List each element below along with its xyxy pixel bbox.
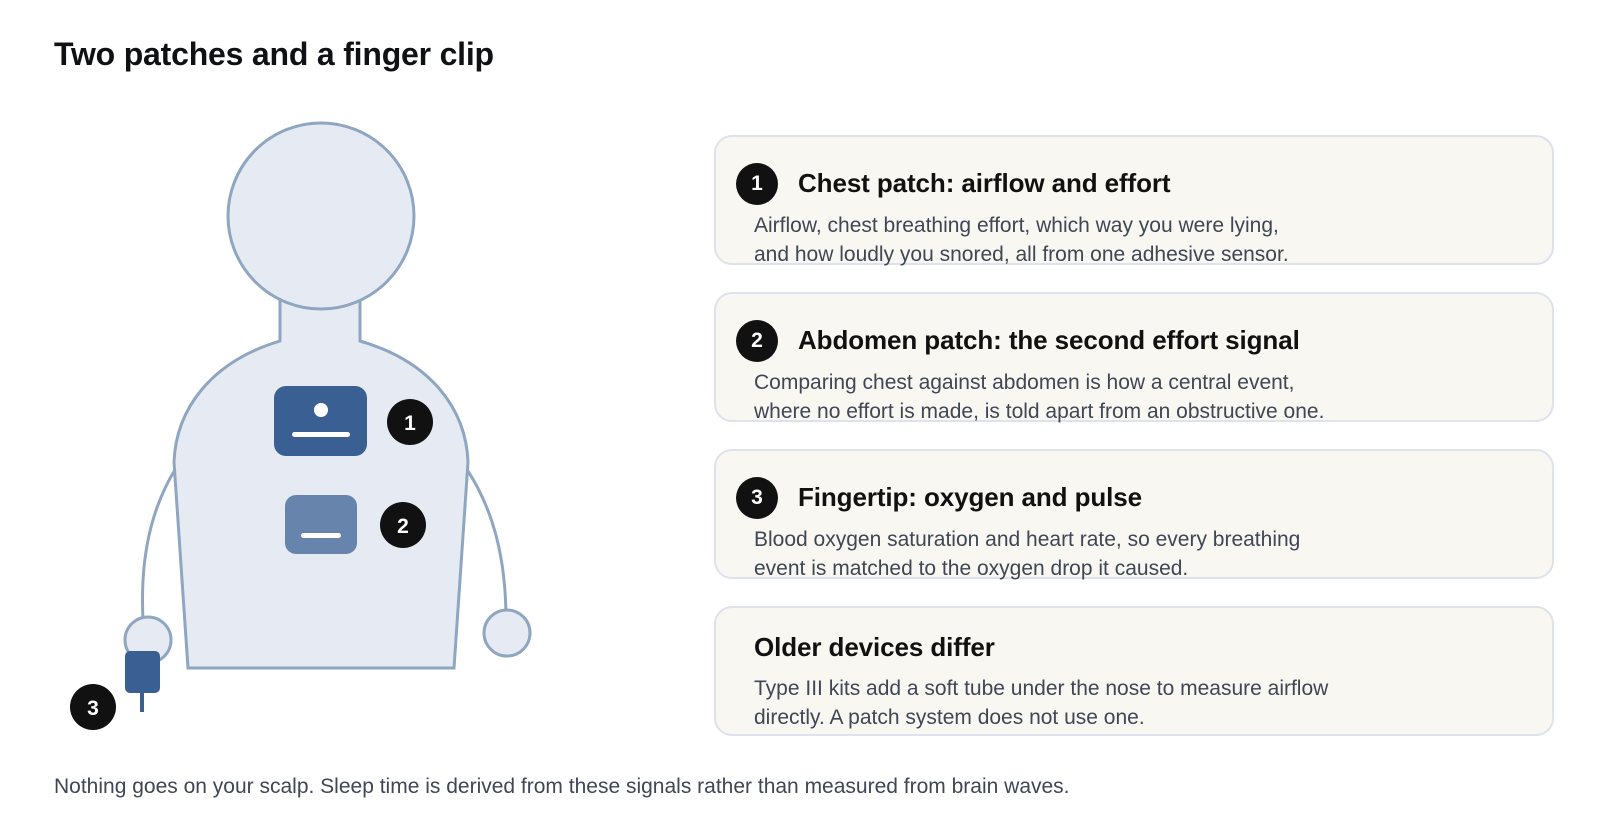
card-badge: 2 [736,320,778,362]
chest-patch-bar [292,432,350,437]
torso [172,296,470,670]
card-heading: Chest patch: airflow and effort [798,168,1171,198]
abdomen-patch-icon [285,495,357,554]
marker-2-label: 2 [397,515,409,538]
card-body-line: Comparing chest against abdomen is how a… [754,371,1295,394]
card-heading: Abdomen patch: the second effort signal [798,325,1300,355]
card-older-devices: Older devices differ Type III kits add a… [714,606,1554,736]
card-body: Comparing chest against abdomen is how a… [754,368,1514,426]
marker-1-label: 1 [404,412,416,435]
chest-patch-dot [314,403,328,417]
card-abdomen-patch: 2 Abdomen patch: the second effort signa… [714,292,1554,423]
card-body: Type III kits add a soft tube under the … [754,674,1514,732]
card-body-line: event is matched to the oxygen drop it c… [754,557,1189,580]
card-chest-patch: 1 Chest patch: airflow and effort Airflo… [714,135,1554,266]
right-hand [482,608,532,658]
chest-patch-icon [274,386,367,456]
right-arm [464,467,508,621]
finger-clip-icon [125,651,160,693]
card-body: Airflow, chest breathing effort, which w… [754,211,1514,269]
card-body-line: directly. A patch system does not use on… [754,706,1145,729]
card-body-line: Blood oxygen saturation and heart rate, … [754,528,1301,551]
card-badge: 1 [736,163,778,205]
card-body-line: and how loudly you snored, all from one … [754,243,1289,266]
card-body-line: Type III kits add a soft tube under the … [754,677,1329,700]
marker-2: 2 [380,502,426,548]
card-badge: 3 [736,477,778,519]
marker-3: 3 [70,684,116,730]
card-fingertip: 3 Fingertip: oxygen and pulse Blood oxyg… [714,449,1554,580]
footnote: Nothing goes on your scalp. Sleep time i… [54,775,1070,798]
card-body-line: where no effort is made, is told apart f… [754,400,1325,423]
card-heading: Fingertip: oxygen and pulse [798,482,1142,512]
marker-3-label: 3 [87,697,99,720]
body-diagram: 1 2 3 [70,121,532,730]
head [226,121,416,311]
card-body: Blood oxygen saturation and heart rate, … [754,525,1514,583]
card-heading: Older devices differ [754,632,995,662]
marker-1: 1 [387,399,433,445]
left-arm [141,467,178,621]
card-body-line: Airflow, chest breathing effort, which w… [754,214,1279,237]
abdomen-patch-bar [301,533,341,538]
page-title: Two patches and a finger clip [54,36,494,72]
